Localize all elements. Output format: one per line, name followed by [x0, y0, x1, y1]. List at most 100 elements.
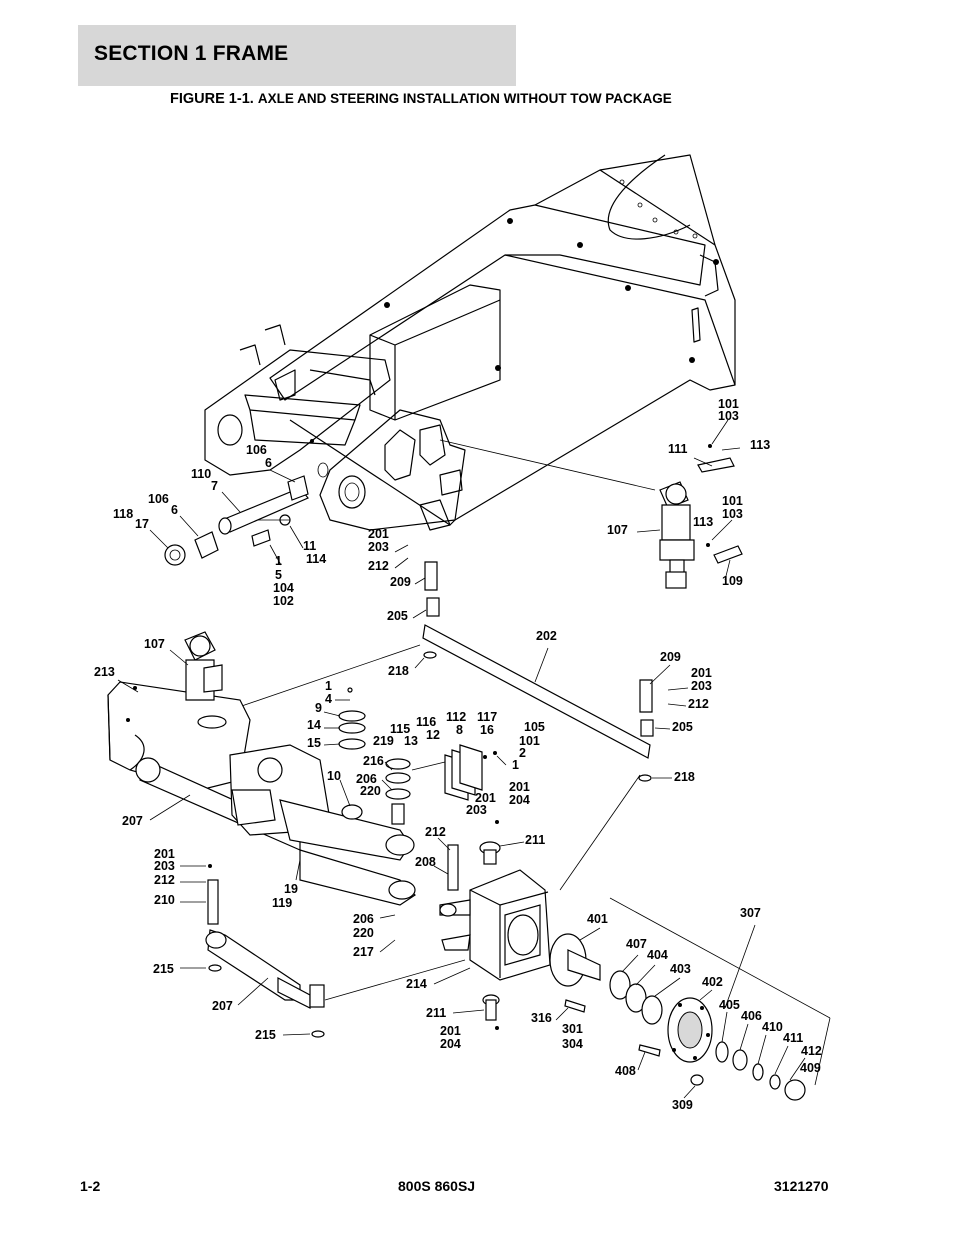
upper-pivot-pins — [164, 462, 329, 566]
callout-label: 201 — [509, 780, 530, 794]
callout-label: 204 — [440, 1037, 461, 1051]
callout-label: 307 — [740, 906, 761, 920]
callout-label: 203 — [154, 859, 175, 873]
callout-label: 403 — [670, 962, 691, 976]
callout-label: 101 — [718, 397, 739, 411]
callout-label: 19 — [284, 882, 298, 896]
callout-label: 104 — [273, 581, 294, 595]
footer-part-number: 3121270 — [774, 1178, 829, 1194]
callout-label: 301 — [562, 1022, 583, 1036]
callout-label: 209 — [660, 650, 681, 664]
callout-label: 14 — [307, 718, 321, 732]
callout-label: 114 — [306, 552, 326, 566]
callout-label: 7 — [211, 479, 218, 493]
callout-label: 113 — [750, 438, 770, 452]
callout-label: 6 — [265, 456, 272, 470]
callout-label: 16 — [480, 723, 494, 737]
callout-label: 410 — [762, 1020, 783, 1034]
callout-label: 1 — [325, 679, 332, 693]
callout-labels: 1011031131111011031131071091066110710661… — [94, 397, 822, 1112]
callout-label: 405 — [719, 998, 740, 1012]
callout-label: 107 — [607, 523, 628, 537]
callout-label: 112 — [446, 710, 466, 724]
callout-label: 218 — [674, 770, 695, 784]
callout-label: 4 — [325, 692, 332, 706]
callout-label: 208 — [415, 855, 436, 869]
callout-label: 107 — [144, 637, 165, 651]
callout-label: 212 — [425, 825, 446, 839]
callout-label: 204 — [509, 793, 530, 807]
callout-label: 206 — [356, 772, 377, 786]
footer-model: 800S 860SJ — [398, 1178, 476, 1194]
callout-label: 408 — [615, 1064, 636, 1078]
callout-label: 212 — [688, 697, 709, 711]
upper-steering-cylinder — [659, 444, 743, 589]
callout-label: 110 — [191, 467, 211, 481]
callout-label: 220 — [360, 784, 381, 798]
hub-assembly — [549, 897, 831, 1101]
callout-label: 304 — [562, 1037, 583, 1051]
callout-label: 201 — [475, 791, 496, 805]
callout-label: 1 — [275, 554, 282, 568]
callout-label: 1 — [512, 758, 519, 772]
callout-label: 113 — [693, 515, 713, 529]
callout-label: 205 — [387, 609, 408, 623]
callout-label: 217 — [353, 945, 374, 959]
callout-label: 309 — [672, 1098, 693, 1112]
callout-label: 201 — [691, 666, 712, 680]
callout-label: 216 — [363, 754, 384, 768]
callout-label: 103 — [722, 507, 743, 521]
figure-title: AXLE AND STEERING INSTALLATION WITHOUT T… — [257, 91, 672, 106]
callout-label: 5 — [275, 568, 282, 582]
frame-assembly — [204, 154, 736, 531]
callout-label: 211 — [525, 833, 545, 847]
callout-label: 220 — [353, 926, 374, 940]
callout-label: 211 — [426, 1006, 446, 1020]
callout-label: 412 — [801, 1044, 822, 1058]
callout-label: 201 — [368, 527, 389, 541]
callout-label: 119 — [272, 896, 292, 910]
callout-label: 406 — [741, 1009, 762, 1023]
callout-label: 201 — [440, 1024, 461, 1038]
callout-label: 101 — [519, 734, 540, 748]
callout-label: 12 — [426, 728, 440, 742]
callout-label: 212 — [154, 873, 175, 887]
callout-label: 118 — [113, 507, 133, 521]
callout-label: 203 — [466, 803, 487, 817]
tie-rod-assembly — [229, 561, 654, 891]
callout-label: 215 — [153, 962, 174, 976]
callout-label: 9 — [315, 701, 322, 715]
lower-steering-cylinder — [205, 864, 466, 1038]
leader-lines — [117, 419, 806, 1099]
callout-label: 10 — [327, 769, 341, 783]
callout-label: 103 — [718, 409, 739, 423]
callout-label: 106 — [148, 492, 169, 506]
callout-label: 13 — [404, 734, 418, 748]
callout-label: 210 — [154, 893, 175, 907]
callout-label: 105 — [524, 720, 545, 734]
callout-label: 206 — [353, 912, 374, 926]
callout-label: 116 — [416, 715, 436, 729]
figure-caption: FIGURE 1-1. AXLE AND STEERING INSTALLATI… — [170, 91, 672, 107]
footer-page-number: 1-2 — [80, 1178, 101, 1194]
callout-label: 202 — [536, 629, 557, 643]
figure-number: FIGURE 1-1. — [170, 91, 254, 107]
callout-label: 213 — [94, 665, 115, 679]
callout-label: 102 — [273, 594, 294, 608]
callout-label: 2 — [519, 746, 526, 760]
callout-label: 214 — [406, 977, 427, 991]
callout-label: 205 — [672, 720, 693, 734]
callout-label: 207 — [212, 999, 233, 1013]
callout-label: 203 — [368, 540, 389, 554]
spindle-housing — [439, 820, 551, 1030]
callout-label: 218 — [388, 664, 409, 678]
callout-label: 207 — [122, 814, 143, 828]
callout-label: 11 — [303, 539, 316, 553]
callout-label: 212 — [368, 559, 389, 573]
callout-label: 115 — [390, 722, 410, 736]
axle-assembly — [107, 631, 497, 906]
callout-label: 201 — [154, 847, 175, 861]
callout-label: 106 — [246, 443, 267, 457]
callout-label: 8 — [456, 723, 463, 737]
